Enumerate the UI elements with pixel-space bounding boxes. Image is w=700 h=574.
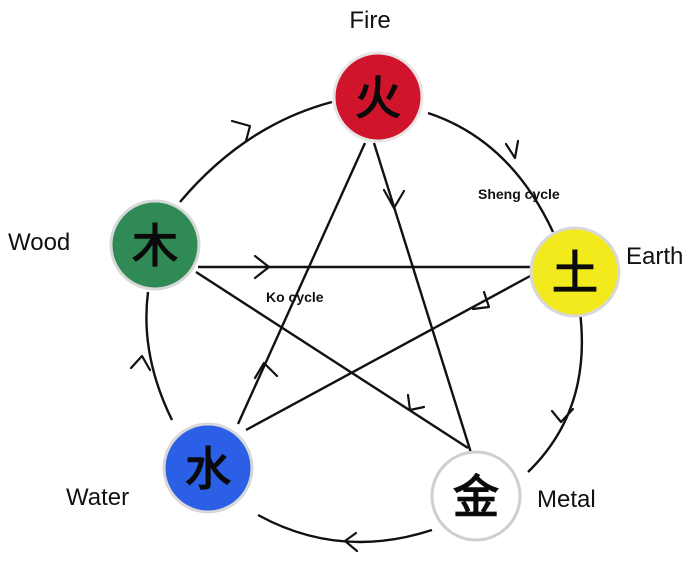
- arrow-fire-metal: [382, 188, 406, 210]
- line-wood-metal: [195, 270, 469, 450]
- earth-label: Earth: [626, 243, 683, 270]
- sheng-cycle-arcs: [145, 100, 584, 544]
- node-fire: 火: [332, 51, 424, 143]
- arc-water-wood: [145, 291, 174, 421]
- metal-glyph: 金: [452, 470, 500, 524]
- arrow-wood-fire: [230, 119, 252, 143]
- wood-circle: [109, 199, 201, 291]
- metal-label: Metal: [537, 486, 596, 513]
- node-earth: 土: [529, 226, 621, 318]
- earth-glyph: 土: [552, 246, 598, 300]
- earth-circle: [529, 226, 621, 318]
- arrow-wood-earth: [253, 254, 271, 280]
- arrow-earth-water: [471, 290, 491, 311]
- node-water: 水: [162, 422, 254, 514]
- fire-label: Fire: [349, 7, 390, 34]
- arc-fire-earth: [427, 111, 555, 233]
- sheng-cycle-label: Sheng cycle: [478, 186, 560, 202]
- metal-circle: [430, 450, 522, 542]
- fire-circle: [332, 51, 424, 143]
- ko-cycle-lines: [195, 142, 538, 457]
- node-wood: 木: [109, 199, 201, 291]
- ko-cycle-arrows: [253, 188, 491, 412]
- ko-cycle-label: Ko cycle: [266, 289, 324, 305]
- arrow-earth-metal: [550, 407, 575, 424]
- water-label: Water: [66, 484, 129, 511]
- arrow-water-fire: [253, 361, 279, 380]
- arc-earth-metal: [527, 311, 584, 473]
- wood-glyph: 木: [132, 219, 178, 273]
- wood-label: Wood: [8, 229, 70, 256]
- arrow-metal-water: [343, 531, 359, 553]
- water-circle: [162, 422, 254, 514]
- fire-glyph: 火: [355, 71, 401, 125]
- sheng-cycle-arrows: [129, 119, 575, 553]
- line-fire-metal: [372, 142, 474, 457]
- arrow-metal-wood: [406, 393, 426, 412]
- node-metal: 金: [430, 450, 522, 542]
- arc-wood-fire: [179, 100, 333, 203]
- line-earth-water: [245, 273, 533, 432]
- arrow-water-wood: [129, 354, 152, 372]
- arc-metal-water: [257, 513, 433, 544]
- line-fire-water: [236, 142, 367, 425]
- water-glyph: 水: [185, 442, 232, 496]
- arrow-fire-earth: [504, 139, 520, 160]
